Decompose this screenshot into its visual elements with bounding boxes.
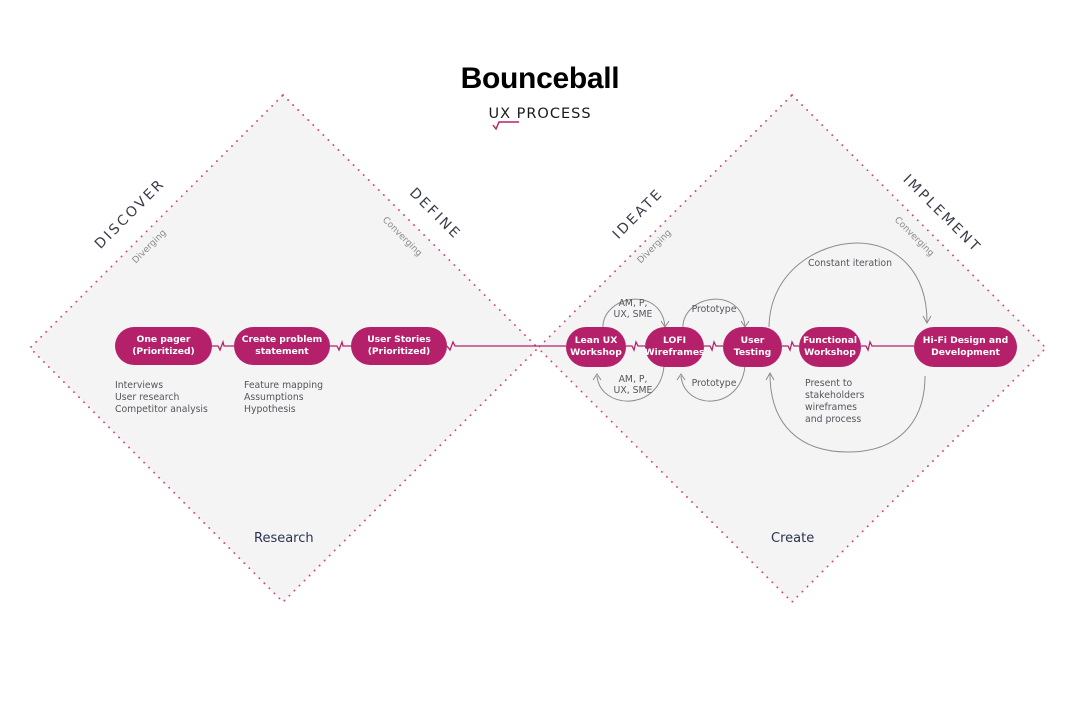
connector-6 <box>782 340 799 352</box>
connector-1 <box>212 339 234 352</box>
arc-lean-bottom <box>596 365 665 402</box>
step-user-stories[interactable]: User Stories (Prioritized) <box>351 327 447 365</box>
connector-7 <box>861 340 914 352</box>
connectors <box>212 339 914 352</box>
step-one-pager[interactable]: One pager (Prioritized) <box>115 327 212 365</box>
subtitle-accent: UX <box>488 106 511 122</box>
page-subtitle: UX PROCESS <box>0 106 1080 122</box>
loop-proto-top-label: Prototype <box>691 304 737 315</box>
step-create-problem-statement[interactable]: Create problem statement <box>234 327 330 365</box>
arrow-lean-bottom <box>592 373 602 381</box>
arrow-constant-bottom <box>765 371 775 381</box>
loop-constant-label: Constant iteration <box>807 258 893 269</box>
connector-2 <box>330 339 351 352</box>
arc-lean-top <box>602 298 666 331</box>
arc-proto-bottom <box>680 365 746 402</box>
zone-create-label: Create <box>771 531 815 546</box>
step-user-testing[interactable]: User Testing <box>723 327 782 367</box>
arrow-proto-bottom <box>676 373 686 381</box>
step-hifi-design[interactable]: Hi-Fi Design and Development <box>914 327 1017 367</box>
connector-3 <box>446 340 566 352</box>
step-lean-ux-workshop[interactable]: Lean UX Workshop <box>566 327 626 367</box>
loop-lean-bottom-label: AM, P, UX, SME <box>613 374 653 396</box>
zone-research-label: Research <box>254 531 314 546</box>
connector-4 <box>626 340 645 352</box>
arc-proto-top <box>682 298 746 331</box>
page-title: Bounceball <box>460 62 620 95</box>
arc-constant-bottom <box>769 373 926 453</box>
loop-arcs <box>592 242 932 453</box>
subtitle-rest: PROCESS <box>511 106 592 122</box>
arc-constant-top <box>768 242 928 328</box>
note-discover: Interviews User research Competitor anal… <box>115 380 208 415</box>
note-define: Feature mapping Assumptions Hypothesis <box>244 380 324 415</box>
loop-proto-bottom-label: Prototype <box>691 378 737 389</box>
loop-lean-top-label: AM, P, UX, SME <box>613 298 653 320</box>
step-lofi-wireframes[interactable]: LOFI Wireframes <box>644 327 705 367</box>
arrow-constant-top <box>922 315 932 325</box>
note-functional: Present to stakeholders wireframes and p… <box>805 378 865 425</box>
ux-check-mark <box>492 121 519 131</box>
step-functional-workshop[interactable]: Functional Workshop <box>799 327 861 367</box>
right-diamond <box>536 93 1048 604</box>
connector-5 <box>704 340 723 352</box>
